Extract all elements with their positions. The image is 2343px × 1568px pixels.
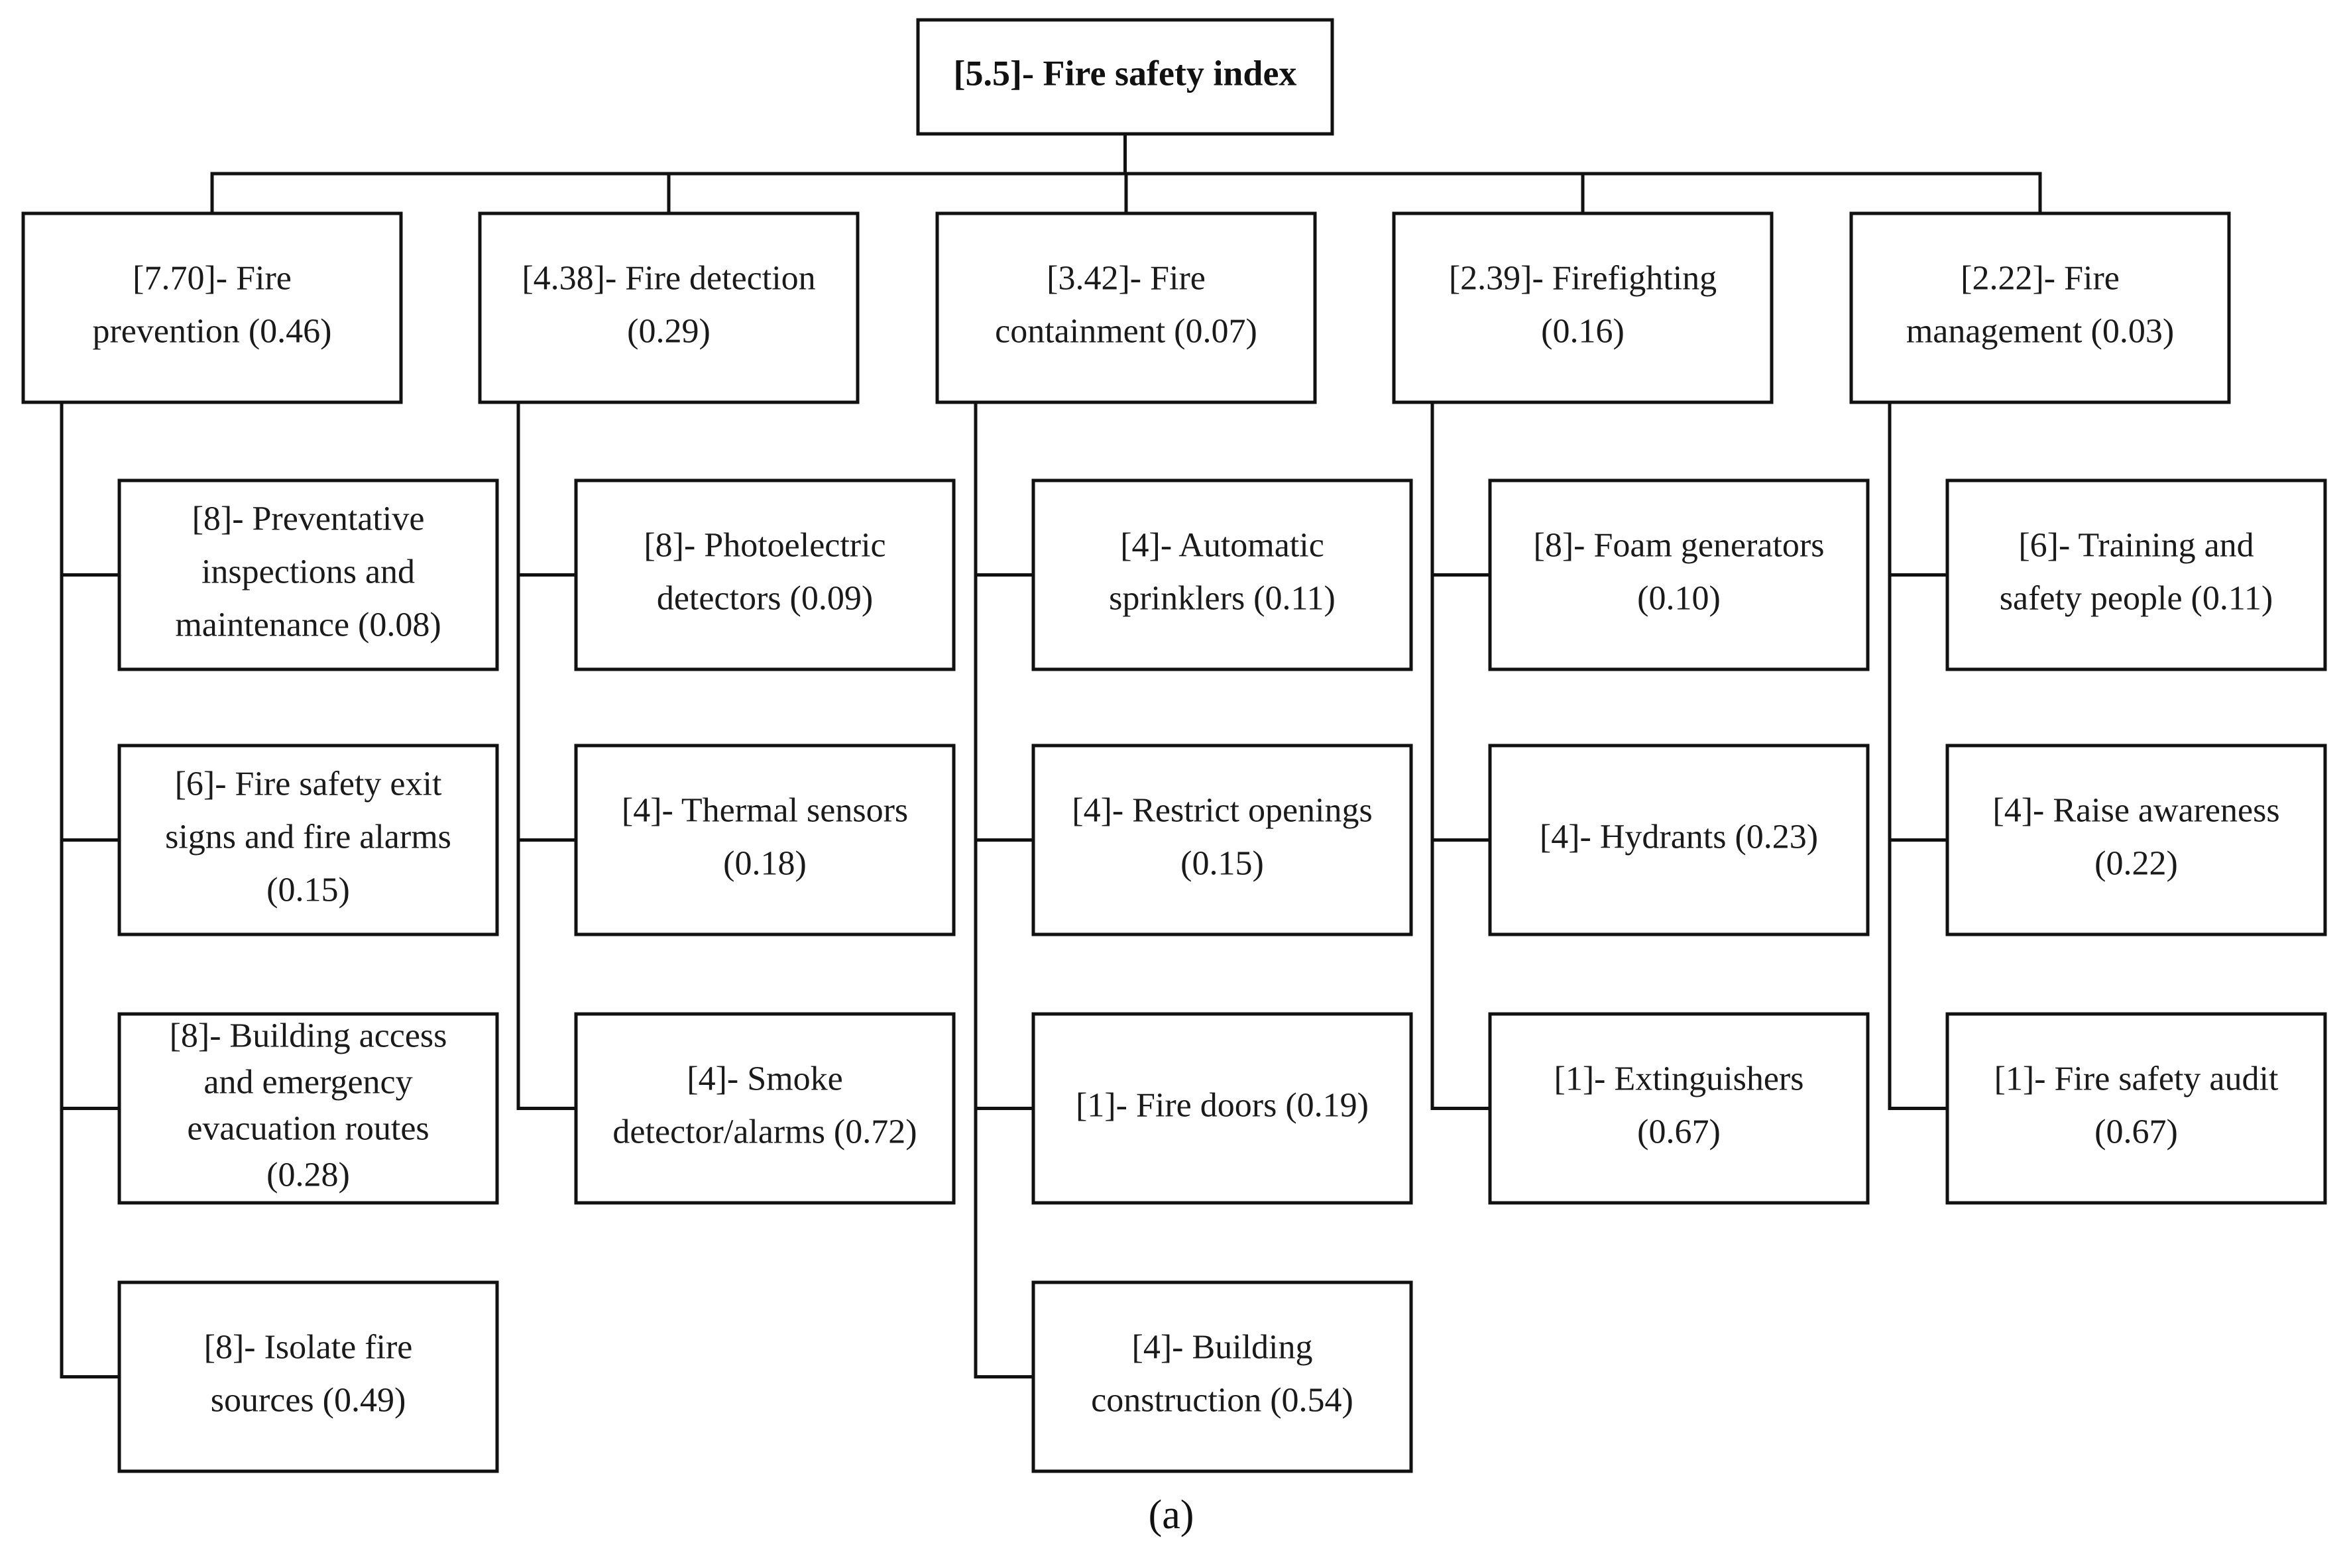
category-node-3-line-1: [3.42]- Fire xyxy=(1047,259,1206,297)
category-node-1-line-1: [7.70]- Fire xyxy=(133,259,292,297)
category-node-4-line-2: (0.16) xyxy=(1541,312,1625,350)
category-node-2-frame xyxy=(478,211,860,404)
child-node-1-2-frame xyxy=(117,744,499,936)
child-node-1-3-frame xyxy=(117,1012,499,1205)
child-node-5-3-frame xyxy=(1945,1012,2327,1205)
child-node-3-1-frame xyxy=(1031,478,1413,671)
child-node-1-3: [8]- Building access and emergency evacuat… xyxy=(117,1012,499,1205)
child-node-4-3: [1]- Extinguishers (0.67) xyxy=(1488,1012,1870,1205)
child-node-2-3: [4]- Smoke detector/alarms (0.72) xyxy=(574,1012,956,1205)
figure-caption: (a) xyxy=(1149,1492,1194,1538)
category-node-5-line-1: [2.22]- Fire xyxy=(1961,259,2120,297)
child-node-5-2: [4]- Raise awareness (0.22) xyxy=(1945,744,2327,936)
category-node-5-frame xyxy=(1849,211,2231,404)
child-node-4-1-line-2: (0.10) xyxy=(1637,579,1721,617)
child-node-2-1: [8]- Photoelectric detectors (0.09) xyxy=(574,478,956,671)
child-node-3-4-line-1: [4]- Building xyxy=(1132,1328,1313,1366)
category-node-5: [2.22]- Fire management (0.03) xyxy=(1849,211,2231,404)
child-node-2-2-line-2: (0.18) xyxy=(723,844,807,882)
child-node-4-1-line-1: [8]- Foam generators xyxy=(1534,526,1825,564)
category-node-3-frame xyxy=(935,211,1317,404)
child-node-5-2-line-1: [4]- Raise awareness xyxy=(1992,791,2279,829)
category-node-1-line-2: prevention (0.46) xyxy=(92,312,331,350)
child-node-3-2: [4]- Restrict openings (0.15) xyxy=(1031,744,1413,936)
child-node-3-1: [4]- Automatic sprinklers (0.11) xyxy=(1031,478,1413,671)
root-node-line-1: [5.5]- Fire safety index xyxy=(954,53,1297,93)
child-node-1-1-frame xyxy=(117,478,499,671)
child-node-2-3-frame xyxy=(574,1012,956,1205)
child-node-1-1-line-1: [8]- Preventative xyxy=(192,500,425,537)
child-node-1-4-frame xyxy=(117,1280,499,1473)
child-node-5-1: [6]- Training and safety people (0.11) xyxy=(1945,478,2327,671)
child-node-3-4-line-2: construction (0.54) xyxy=(1091,1381,1353,1419)
child-node-1-3-line-2: and emergency xyxy=(203,1063,412,1101)
child-node-1-3-line-3: evacuation routes xyxy=(187,1109,429,1147)
child-node-2-3-line-1: [4]- Smoke xyxy=(687,1060,842,1097)
child-node-5-3: [1]- Fire safety audit (0.67) xyxy=(1945,1012,2327,1205)
child-node-2-2-line-1: [4]- Thermal sensors xyxy=(622,791,908,829)
child-node-5-3-line-2: (0.67) xyxy=(2094,1113,2178,1150)
child-node-4-3-line-1: [1]- Extinguishers xyxy=(1554,1060,1804,1097)
category-node-1-frame xyxy=(21,211,403,404)
category-node-5-line-2: management (0.03) xyxy=(1906,312,2174,350)
category-node-1: [7.70]- Fire prevention (0.46) xyxy=(21,211,403,404)
child-node-3-3-line-1: [1]- Fire doors (0.19) xyxy=(1076,1086,1369,1124)
child-node-3-1-line-1: [4]- Automatic xyxy=(1120,526,1324,564)
child-node-1-1: [8]- Preventative inspections and maintena… xyxy=(117,478,499,671)
child-node-3-2-frame xyxy=(1031,744,1413,936)
child-node-1-4-line-2: sources (0.49) xyxy=(211,1381,406,1419)
child-node-1-1-line-3: maintenance (0.08) xyxy=(175,606,441,644)
child-node-5-1-line-1: [6]- Training and xyxy=(2018,526,2254,564)
child-node-1-2: [6]- Fire safety exit signs and fire alar… xyxy=(117,744,499,936)
child-node-4-3-frame xyxy=(1488,1012,1870,1205)
child-node-1-3-line-4: (0.28) xyxy=(266,1156,350,1194)
child-node-2-2-frame xyxy=(574,744,956,936)
child-node-1-1-line-2: inspections and xyxy=(201,553,415,590)
child-node-4-2: [4]- Hydrants (0.23) xyxy=(1488,744,1870,936)
child-node-4-2-line-1: [4]- Hydrants (0.23) xyxy=(1540,818,1818,856)
child-node-4-1: [8]- Foam generators (0.10) xyxy=(1488,478,1870,671)
child-node-2-2: [4]- Thermal sensors (0.18) xyxy=(574,744,956,936)
category-node-4-frame xyxy=(1392,211,1774,404)
child-node-1-4: [8]- Isolate fire sources (0.49) xyxy=(117,1280,499,1473)
child-node-3-1-line-2: sprinklers (0.11) xyxy=(1109,579,1336,617)
child-node-5-1-line-2: safety people (0.11) xyxy=(2000,579,2273,617)
child-node-2-1-frame xyxy=(574,478,956,671)
child-node-5-2-line-2: (0.22) xyxy=(2094,844,2178,882)
category-node-4-line-1: [2.39]- Firefighting xyxy=(1449,259,1717,297)
child-node-5-2-frame xyxy=(1945,744,2327,936)
child-node-2-1-line-1: [8]- Photoelectric xyxy=(644,526,886,564)
root-node: [5.5]- Fire safety index xyxy=(916,18,1334,136)
child-node-2-1-line-2: detectors (0.09) xyxy=(657,579,873,617)
child-node-3-4: [4]- Building construction (0.54) xyxy=(1031,1280,1413,1473)
child-node-4-1-frame xyxy=(1488,478,1870,671)
child-node-4-3-line-2: (0.67) xyxy=(1637,1113,1721,1150)
child-node-1-2-line-3: (0.15) xyxy=(266,871,350,909)
category-node-2: [4.38]- Fire detection (0.29) xyxy=(478,211,860,404)
child-node-4-2-frame xyxy=(1488,744,1870,936)
child-node-1-4-line-1: [8]- Isolate fire xyxy=(204,1328,413,1366)
child-node-5-3-line-1: [1]- Fire safety audit xyxy=(1994,1060,2279,1097)
child-node-3-4-frame xyxy=(1031,1280,1413,1473)
category-node-2-line-2: (0.29) xyxy=(627,312,711,350)
child-node-3-2-line-1: [4]- Restrict openings xyxy=(1072,791,1372,829)
child-node-2-3-line-2: detector/alarms (0.72) xyxy=(612,1113,917,1150)
category-node-3-line-2: containment (0.07) xyxy=(995,312,1257,350)
child-node-1-3-line-1: [8]- Building access xyxy=(170,1017,447,1054)
category-node-3: [3.42]- Fire containment (0.07) xyxy=(935,211,1317,404)
child-node-3-3: [1]- Fire doors (0.19) xyxy=(1031,1012,1413,1205)
root-node-frame xyxy=(916,18,1334,136)
category-node-2-line-1: [4.38]- Fire detection xyxy=(522,259,815,297)
child-node-1-2-line-2: signs and fire alarms xyxy=(165,818,451,856)
child-node-5-1-frame xyxy=(1945,478,2327,671)
child-node-3-3-frame xyxy=(1031,1012,1413,1205)
child-node-3-2-line-2: (0.15) xyxy=(1180,844,1264,882)
child-node-1-2-line-1: [6]- Fire safety exit xyxy=(175,765,442,803)
category-node-4: [2.39]- Firefighting (0.16) xyxy=(1392,211,1774,404)
